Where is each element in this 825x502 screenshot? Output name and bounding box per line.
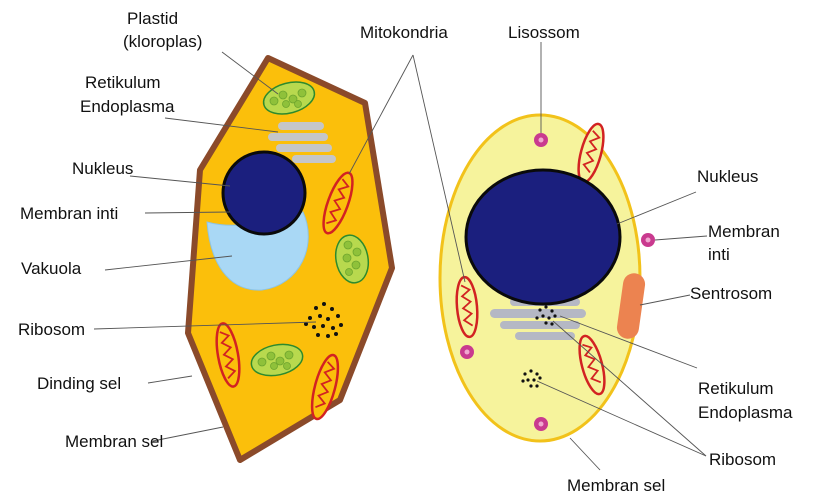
label-membran-right: Membran <box>708 222 780 241</box>
lysosome <box>534 133 548 147</box>
lysosome <box>534 417 548 431</box>
label-membran-inti-left: Membran inti <box>20 204 118 223</box>
label-membran-sel-left: Membran sel <box>65 432 163 451</box>
label-plastid-kloroplas: (kloroplas) <box>123 32 202 51</box>
label-nukleus-right: Nukleus <box>697 167 758 186</box>
label-endoplasma-left: Endoplasma <box>80 97 175 116</box>
label-lisossom: Lisossom <box>508 23 580 42</box>
label-retikulum-right: Retikulum <box>698 379 774 398</box>
label-inti-right: inti <box>708 245 730 264</box>
label-retikulum-left: Retikulum <box>85 73 161 92</box>
label-endoplasma-right: Endoplasma <box>698 403 793 422</box>
label-sentrosom: Sentrosom <box>690 284 772 303</box>
label-ribosom-left: Ribosom <box>18 320 85 339</box>
lysosome <box>641 233 655 247</box>
plant-cell <box>188 58 392 460</box>
label-nukleus-left: Nukleus <box>72 159 133 178</box>
label-ribosom-right: Ribosom <box>709 450 776 469</box>
animal-cell <box>440 115 655 441</box>
lysosome <box>460 345 474 359</box>
label-plastid: Plastid <box>127 9 178 28</box>
label-membran-sel-right: Membran sel <box>567 476 665 495</box>
label-vakuola: Vakuola <box>21 259 82 278</box>
plant-nucleus <box>223 152 305 234</box>
labels: Plastid (kloroplas) Mitokondria Lisossom… <box>18 9 793 495</box>
label-dinding-sel: Dinding sel <box>37 374 121 393</box>
label-mitokondria: Mitokondria <box>360 23 448 42</box>
animal-nucleus <box>466 170 620 304</box>
